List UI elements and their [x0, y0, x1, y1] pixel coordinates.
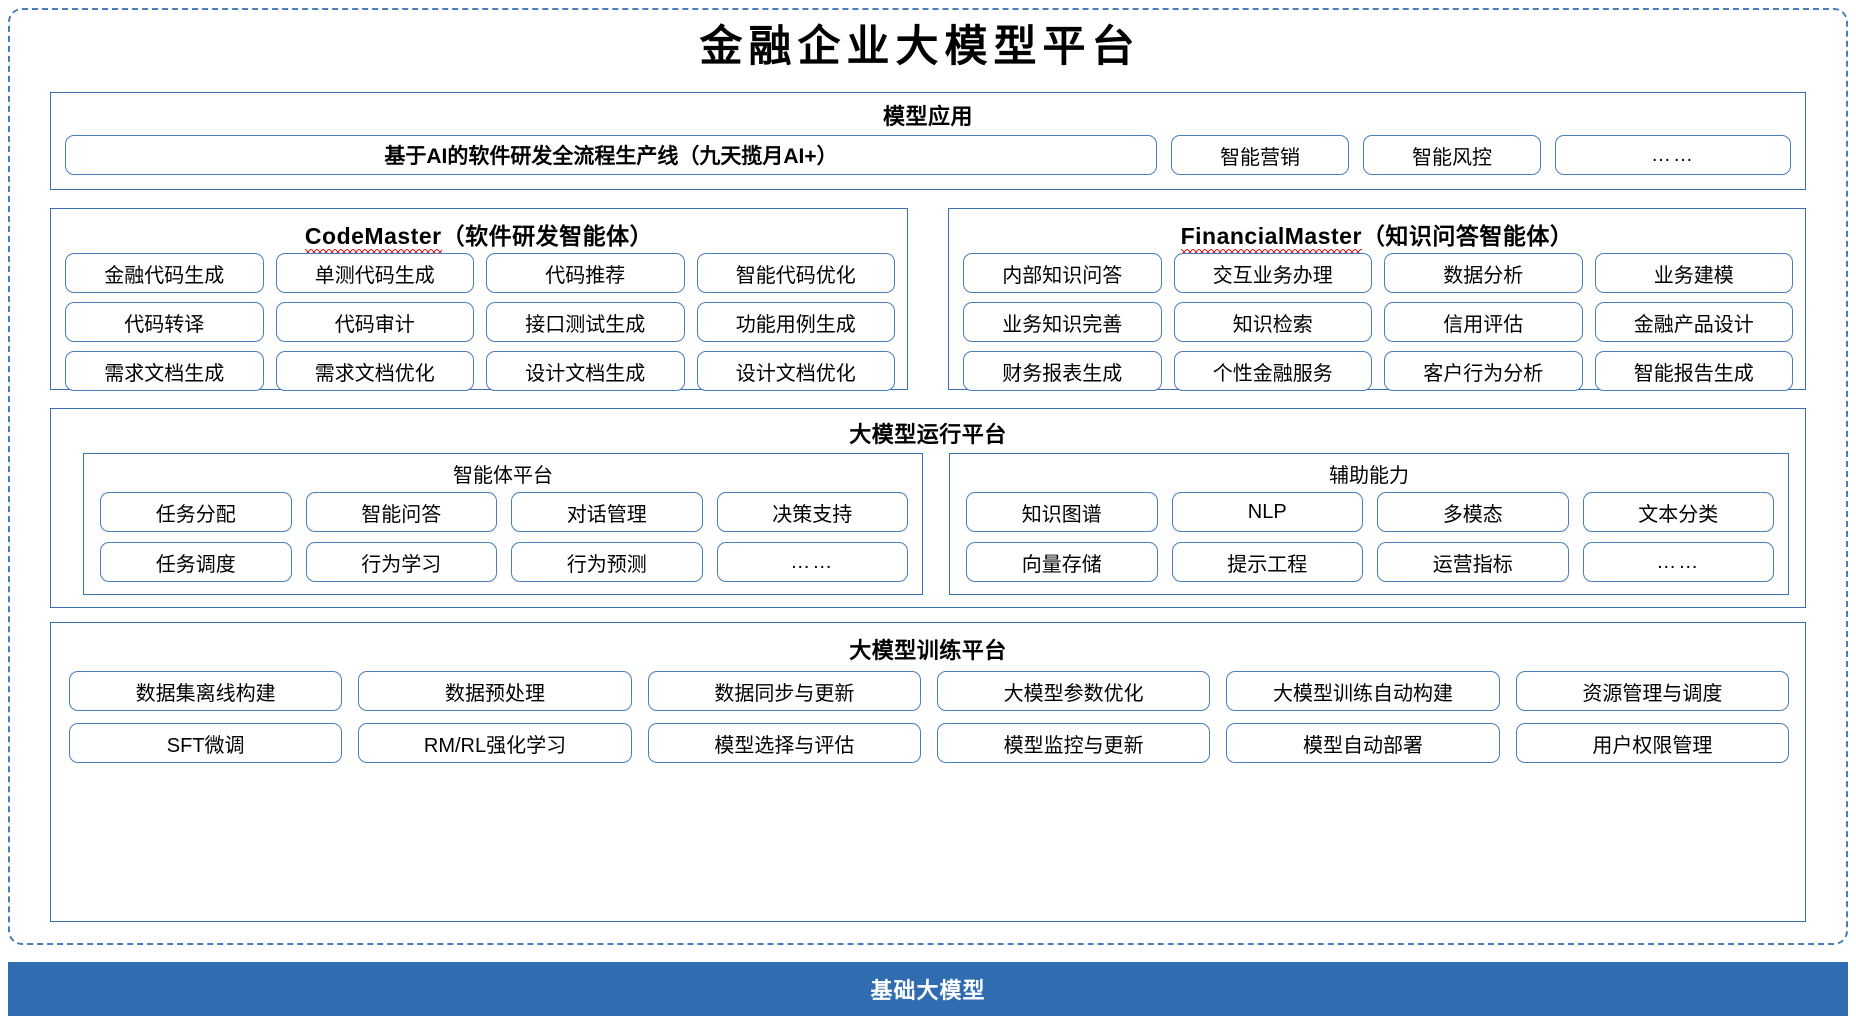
page-title: 金融企业大模型平台	[699, 22, 1141, 72]
aux-capability-grid: 知识图谱 NLP 多模态 文本分类 向量存储 提示工程 运营指标 ……	[966, 492, 1774, 582]
subsection-agent-platform: 智能体平台 任务分配 智能问答 对话管理 决策支持 任务调度 行为学习 行为预测…	[83, 453, 923, 595]
chip-rm-rl-learning[interactable]: RM/RL强化学习	[358, 723, 632, 763]
model-application-items: 基于AI的软件研发全流程生产线（九天揽月AI+） 智能营销 智能风控 ……	[65, 135, 1793, 175]
chip-dataset-offline-build[interactable]: 数据集离线构建	[69, 671, 343, 711]
chip-func-case-gen[interactable]: 功能用例生成	[696, 302, 895, 342]
chip-task-scheduling[interactable]: 任务调度	[100, 542, 292, 582]
chip-internal-kb-qa[interactable]: 内部知识问答	[963, 253, 1162, 293]
chip-unit-test-gen[interactable]: 单测代码生成	[275, 253, 474, 293]
financial-master-capability-grid: 内部知识问答 交互业务办理 数据分析 业务建模 业务知识完善 知识检索 信用评估…	[963, 253, 1793, 391]
section-train-platform: 大模型训练平台 数据集离线构建 数据预处理 数据同步与更新 大模型参数优化 大模…	[50, 622, 1806, 922]
code-master-capability-grid: 金融代码生成 单测代码生成 代码推荐 智能代码优化 代码转译 代码审计 接口测试…	[65, 253, 895, 391]
chip-more-applications[interactable]: ……	[1555, 135, 1791, 175]
chip-code-optimize[interactable]: 智能代码优化	[696, 253, 895, 293]
chip-behavior-prediction[interactable]: 行为预测	[511, 542, 703, 582]
chip-training-auto-build[interactable]: 大模型训练自动构建	[1226, 671, 1500, 711]
chip-param-optimization[interactable]: 大模型参数优化	[937, 671, 1211, 711]
chip-credit-rating[interactable]: 信用评估	[1384, 302, 1583, 342]
subsection-title-agent-platform: 智能体平台	[453, 465, 553, 487]
section-code-master: CodeMaster（软件研发智能体） 金融代码生成 单测代码生成 代码推荐 智…	[50, 208, 908, 391]
chip-model-monitor-update[interactable]: 模型监控与更新	[937, 723, 1211, 763]
chip-design-doc-opt[interactable]: 设计文档优化	[696, 351, 895, 391]
chip-business-model[interactable]: 业务建模	[1594, 253, 1793, 293]
code-master-name: CodeMaster	[304, 223, 442, 254]
chip-ai-software-pipeline[interactable]: 基于AI的软件研发全流程生产线（九天揽月AI+）	[65, 135, 1157, 175]
chip-code-audit[interactable]: 代码审计	[275, 302, 474, 342]
section-title-code-master: CodeMaster（软件研发智能体）	[51, 217, 907, 254]
chip-vector-store[interactable]: 向量存储	[966, 542, 1158, 582]
chip-decision-support[interactable]: 决策支持	[716, 492, 908, 532]
chip-model-select-eval[interactable]: 模型选择与评估	[647, 723, 921, 763]
base-model-bar: 基础大模型	[8, 962, 1848, 1016]
chip-knowledge-graph[interactable]: 知识图谱	[966, 492, 1158, 532]
section-title-run-platform: 大模型运行平台	[849, 422, 1007, 447]
chip-ops-metrics[interactable]: 运营指标	[1377, 542, 1569, 582]
chip-nlp[interactable]: NLP	[1171, 492, 1363, 532]
agent-platform-grid: 任务分配 智能问答 对话管理 决策支持 任务调度 行为学习 行为预测 ……	[100, 492, 908, 582]
chip-financial-report[interactable]: 财务报表生成	[963, 351, 1162, 391]
chip-prompt-engineering[interactable]: 提示工程	[1171, 542, 1363, 582]
chip-data-analysis[interactable]: 数据分析	[1384, 253, 1583, 293]
chip-biz-knowledge[interactable]: 业务知识完善	[963, 302, 1162, 342]
section-title-train-platform: 大模型训练平台	[849, 638, 1007, 663]
chip-resource-scheduling[interactable]: 资源管理与调度	[1515, 671, 1789, 711]
chip-req-doc-opt[interactable]: 需求文档优化	[275, 351, 474, 391]
chip-personal-fin-svc[interactable]: 个性金融服务	[1173, 351, 1372, 391]
chip-more-agent-platform[interactable]: ……	[716, 542, 908, 582]
chip-model-auto-deploy[interactable]: 模型自动部署	[1226, 723, 1500, 763]
chip-text-classification[interactable]: 文本分类	[1582, 492, 1774, 532]
chip-smart-marketing[interactable]: 智能营销	[1171, 135, 1349, 175]
subsection-aux-capability: 辅助能力 知识图谱 NLP 多模态 文本分类 向量存储 提示工程 运营指标 ……	[949, 453, 1789, 595]
section-financial-master: FinancialMaster（知识问答智能体） 内部知识问答 交互业务办理 数…	[948, 208, 1806, 391]
chip-fin-product-design[interactable]: 金融产品设计	[1594, 302, 1793, 342]
chip-code-recommend[interactable]: 代码推荐	[486, 253, 685, 293]
chip-user-permission-mgmt[interactable]: 用户权限管理	[1515, 723, 1789, 763]
train-platform-grid: 数据集离线构建 数据预处理 数据同步与更新 大模型参数优化 大模型训练自动构建 …	[69, 671, 1789, 763]
chip-behavior-learning[interactable]: 行为学习	[305, 542, 497, 582]
code-master-suffix: （软件研发智能体）	[441, 223, 654, 249]
chip-code-translate[interactable]: 代码转译	[65, 302, 264, 342]
chip-multimodal[interactable]: 多模态	[1377, 492, 1569, 532]
section-title-model-application: 模型应用	[882, 104, 973, 129]
chip-smart-risk-control[interactable]: 智能风控	[1363, 135, 1541, 175]
chip-code-fin-gen[interactable]: 金融代码生成	[65, 253, 264, 293]
chip-knowledge-search[interactable]: 知识检索	[1173, 302, 1372, 342]
section-title-financial-master: FinancialMaster（知识问答智能体）	[949, 217, 1805, 254]
chip-more-aux-capability[interactable]: ……	[1582, 542, 1774, 582]
section-run-platform: 大模型运行平台 智能体平台 任务分配 智能问答 对话管理 决策支持 任务调度 行…	[50, 408, 1806, 608]
chip-smart-qa[interactable]: 智能问答	[305, 492, 497, 532]
chip-customer-behavior[interactable]: 客户行为分析	[1384, 351, 1583, 391]
chip-interactive-biz[interactable]: 交互业务办理	[1173, 253, 1372, 293]
base-model-label: 基础大模型	[870, 978, 986, 1003]
section-model-application: 模型应用 基于AI的软件研发全流程生产线（九天揽月AI+） 智能营销 智能风控 …	[50, 92, 1806, 190]
chip-api-test-gen[interactable]: 接口测试生成	[486, 302, 685, 342]
financial-master-name: FinancialMaster	[1180, 223, 1363, 254]
chip-sft-finetune[interactable]: SFT微调	[69, 723, 343, 763]
subsection-title-aux-capability: 辅助能力	[1329, 465, 1409, 487]
chip-smart-report-gen[interactable]: 智能报告生成	[1594, 351, 1793, 391]
chip-data-sync-update[interactable]: 数据同步与更新	[647, 671, 921, 711]
chip-data-preprocess[interactable]: 数据预处理	[358, 671, 632, 711]
chip-dialog-mgmt[interactable]: 对话管理	[511, 492, 703, 532]
financial-master-suffix: （知识问答智能体）	[1361, 223, 1574, 249]
chip-design-doc-gen[interactable]: 设计文档生成	[486, 351, 685, 391]
chip-req-doc-gen[interactable]: 需求文档生成	[65, 351, 264, 391]
chip-task-allocation[interactable]: 任务分配	[100, 492, 292, 532]
